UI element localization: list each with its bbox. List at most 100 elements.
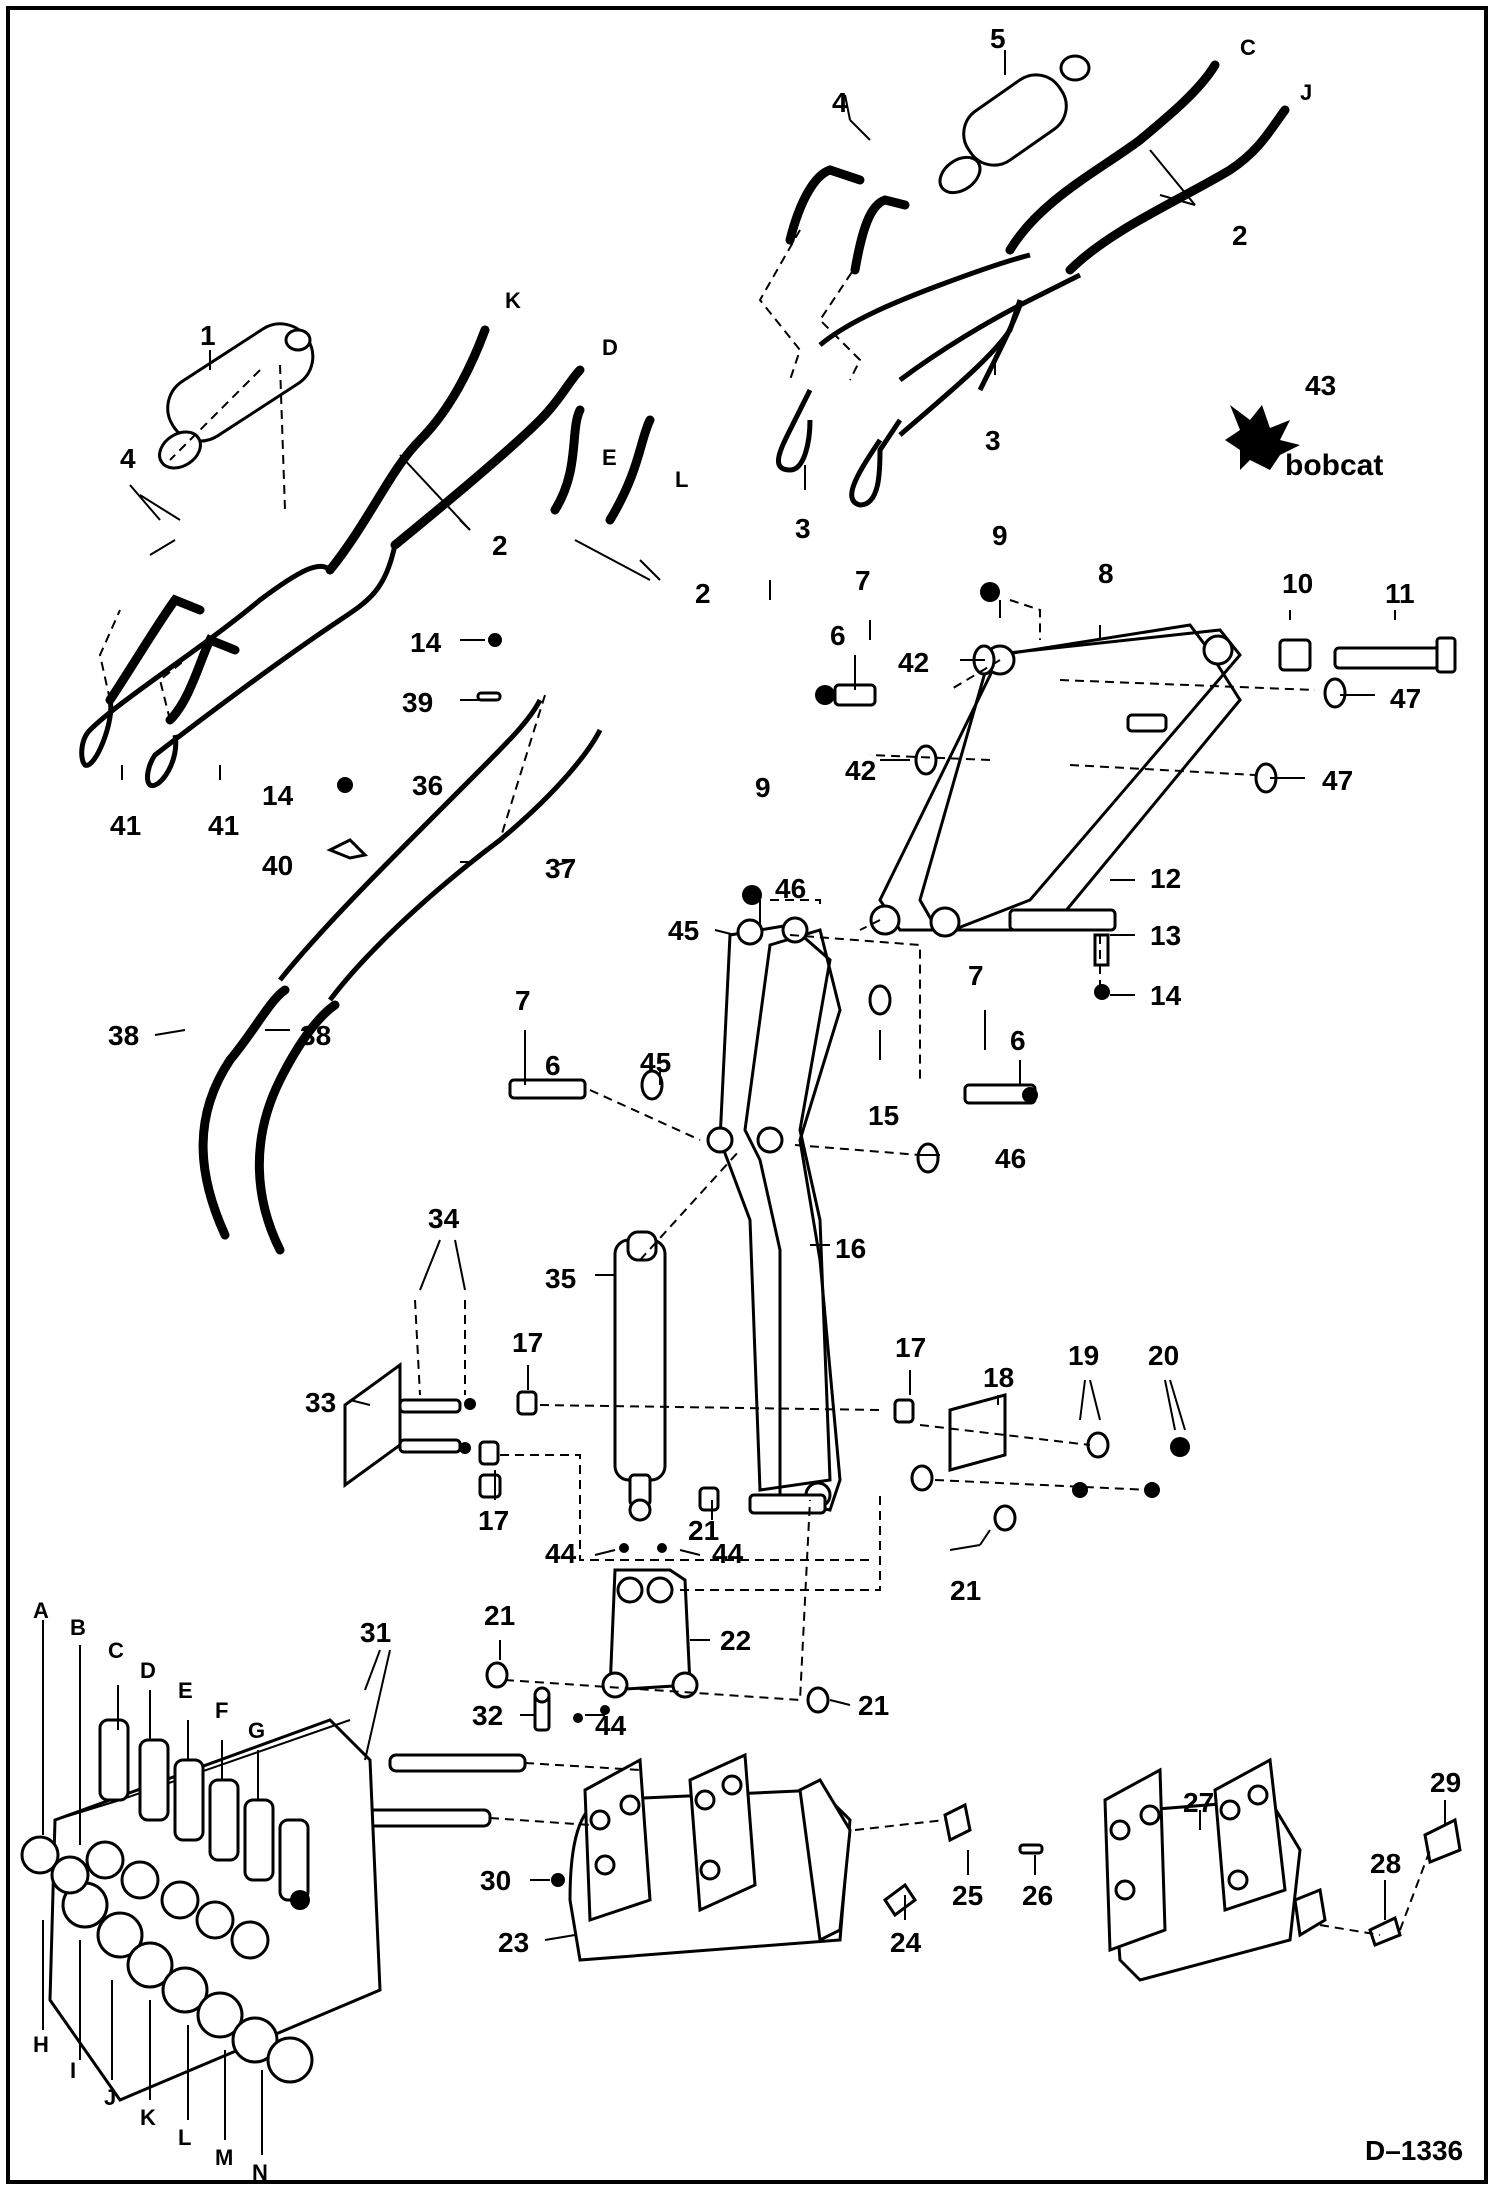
callout-14-a: 14: [410, 627, 442, 658]
valve-label-M: M: [215, 2145, 233, 2170]
callout-18: 18: [983, 1362, 1014, 1393]
callout-20: 20: [1148, 1340, 1179, 1371]
hose-end-D: D: [602, 335, 618, 360]
callout-15: 15: [868, 1100, 899, 1131]
callout-37: 37: [545, 853, 576, 884]
callout-47-a: 47: [1390, 683, 1421, 714]
callout-11: 11: [1385, 578, 1415, 609]
valve-label-E: E: [178, 1678, 193, 1703]
callout-27: 27: [1183, 1787, 1214, 1818]
callout-30: 30: [480, 1865, 511, 1896]
callout-2-mid: 2: [695, 578, 711, 609]
boom-16: [508, 916, 1038, 1515]
callout-21-d: 21: [858, 1690, 889, 1721]
valve-section-labels: A B C D E F G H I J K L M N: [33, 1598, 268, 2185]
callout-47-b: 47: [1322, 765, 1353, 796]
callout-4-top: 4: [832, 87, 848, 118]
callout-17-a: 17: [512, 1327, 543, 1358]
callout-43: 43: [1305, 370, 1336, 401]
valve-label-I: I: [70, 2058, 76, 2083]
callout-13: 13: [1150, 920, 1181, 951]
callout-17-c: 17: [895, 1332, 926, 1363]
callout-45-b: 45: [640, 1047, 671, 1078]
hose-end-E: E: [602, 445, 617, 470]
valve-label-F: F: [215, 1698, 228, 1723]
callout-39: 39: [402, 687, 433, 718]
valve-label-A: A: [33, 1598, 49, 1623]
callout-41-a: 41: [110, 810, 141, 841]
callout-17-b: 17: [478, 1505, 509, 1536]
callout-8: 8: [1098, 558, 1114, 589]
valve-label-K: K: [140, 2105, 156, 2130]
callout-44-a: 44: [545, 1538, 577, 1569]
callout-2-left: 2: [492, 530, 508, 561]
callout-1: 1: [200, 320, 216, 351]
callout-44-b: 44: [712, 1538, 744, 1569]
hose-end-L: L: [675, 467, 688, 492]
callout-9-top: 9: [992, 520, 1008, 551]
callout-9-mid: 9: [755, 772, 771, 803]
callout-21-a: 21: [688, 1515, 719, 1546]
callout-36: 36: [412, 770, 443, 801]
hose-end-letters: C J K D E L: [505, 35, 1312, 492]
callout-labels: 1 2 2 2 3 3 4 4 5 6 6 6 7 7 7 8 9 9 10 1…: [108, 23, 1461, 1958]
callout-35: 35: [545, 1263, 576, 1294]
callout-21-b: 21: [950, 1575, 981, 1606]
callout-33: 33: [305, 1387, 336, 1418]
figure-id: D–1336: [1365, 2135, 1463, 2166]
hose-end-K: K: [505, 288, 521, 313]
valve-label-L: L: [178, 2125, 191, 2150]
arm-8: [742, 582, 1457, 1000]
callout-41-b: 41: [208, 810, 239, 841]
callout-3-right: 3: [985, 425, 1001, 456]
callout-4-left: 4: [120, 443, 136, 474]
cylinder-35: [613, 1149, 741, 1522]
callout-46-b: 46: [995, 1143, 1026, 1174]
callout-28: 28: [1370, 1848, 1401, 1879]
callout-32: 32: [472, 1700, 503, 1731]
callout-42-b: 42: [845, 755, 876, 786]
callout-7-b: 7: [515, 985, 531, 1016]
plate-33-assembly: [343, 1299, 1190, 1561]
hose-end-C: C: [1240, 35, 1256, 60]
bucket-23: [353, 1752, 1044, 1962]
valve-label-N: N: [252, 2160, 268, 2185]
bucket-27: [1103, 1757, 1462, 1982]
callout-14-c: 14: [1150, 980, 1182, 1011]
bobcat-logo: bobcat: [1225, 405, 1383, 482]
control-valve: [20, 1718, 382, 2102]
swing-cylinder-group: [758, 54, 1290, 508]
callout-26: 26: [1022, 1880, 1053, 1911]
callout-21-c: 21: [484, 1600, 515, 1631]
valve-label-C: C: [108, 1638, 124, 1663]
callout-22: 22: [720, 1625, 751, 1656]
callout-16: 16: [835, 1233, 866, 1264]
valve-label-H: H: [33, 2032, 49, 2057]
boom-cylinder-group: [79, 322, 655, 1255]
callout-38-a: 38: [108, 1020, 139, 1051]
callout-44-c: 44: [595, 1710, 627, 1741]
callout-14-b: 14: [262, 780, 294, 811]
link-22: [485, 1490, 881, 1732]
callout-7-a: 7: [855, 565, 871, 596]
callout-34: 34: [428, 1203, 460, 1234]
callout-19: 19: [1068, 1340, 1099, 1371]
callout-5: 5: [990, 23, 1006, 54]
valve-label-J: J: [104, 2085, 116, 2110]
valve-label-D: D: [140, 1658, 156, 1683]
callout-10: 10: [1282, 568, 1313, 599]
valve-label-B: B: [70, 1615, 86, 1640]
valve-label-G: G: [248, 1718, 265, 1743]
callout-40: 40: [262, 850, 293, 881]
callout-2-top: 2: [1232, 220, 1248, 251]
callout-24: 24: [890, 1927, 922, 1958]
callout-46-a: 46: [775, 873, 806, 904]
leader-lines: [42, 50, 1446, 2155]
callout-23: 23: [498, 1927, 529, 1958]
callout-7-c: 7: [968, 960, 984, 991]
callout-3-left: 3: [795, 513, 811, 544]
logo-wordmark: bobcat: [1285, 449, 1383, 482]
callout-31: 31: [360, 1617, 391, 1648]
callout-12: 12: [1150, 863, 1181, 894]
